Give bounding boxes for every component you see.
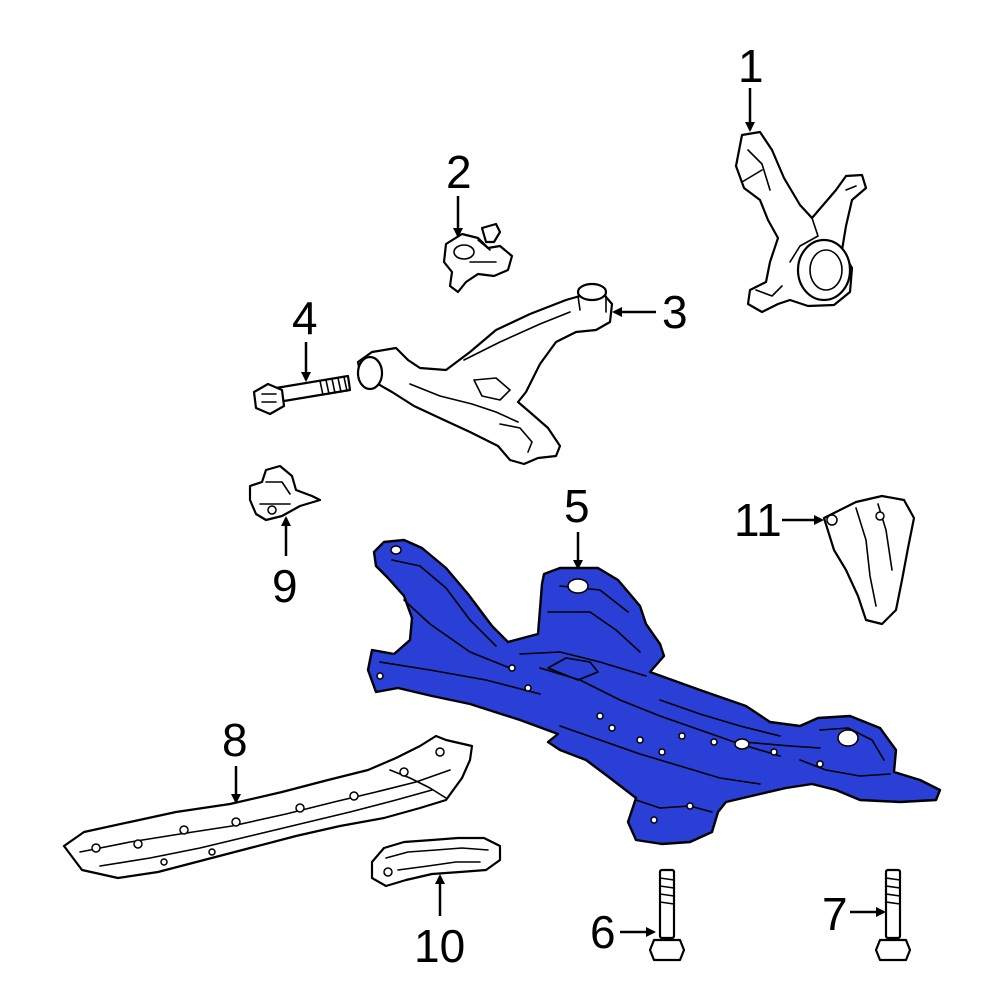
part-5-crossmember[interactable] bbox=[366, 538, 942, 846]
part-9-bracket[interactable] bbox=[248, 464, 322, 522]
callout-2: 2 bbox=[446, 146, 472, 198]
callout-5: 5 bbox=[564, 480, 590, 532]
callout-9: 9 bbox=[272, 560, 298, 612]
part-10-bracket[interactable] bbox=[370, 836, 502, 888]
callout-labels: 1 2 3 4 5 6 7 8 9 10 11 bbox=[222, 40, 848, 972]
part-1-steering-knuckle[interactable] bbox=[734, 130, 868, 314]
part-11-bracket[interactable] bbox=[822, 494, 916, 626]
part-7-bolt[interactable] bbox=[874, 868, 912, 962]
callout-7: 7 bbox=[822, 888, 848, 940]
callout-6: 6 bbox=[590, 906, 616, 958]
part-4-bolt[interactable] bbox=[252, 374, 352, 416]
callout-1: 1 bbox=[738, 40, 764, 92]
callout-10: 10 bbox=[414, 920, 465, 972]
crossmember-body[interactable] bbox=[366, 538, 942, 846]
part-3-lower-control-arm[interactable] bbox=[356, 282, 614, 466]
callout-4: 4 bbox=[292, 292, 318, 344]
part-6-bolt[interactable] bbox=[648, 868, 686, 962]
part-2-ball-joint[interactable] bbox=[442, 222, 514, 294]
leader-arrows bbox=[231, 88, 886, 937]
callout-3: 3 bbox=[662, 286, 688, 338]
callout-11: 11 bbox=[734, 494, 782, 546]
callout-8: 8 bbox=[222, 714, 248, 766]
